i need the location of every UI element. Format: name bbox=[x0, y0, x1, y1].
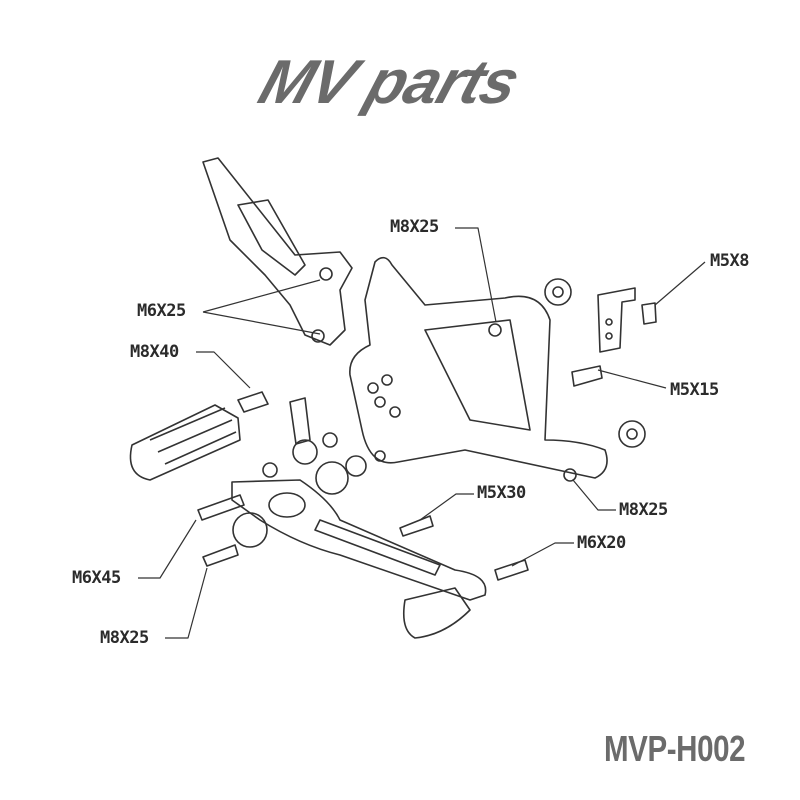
mv-parts-logo: MV parts bbox=[250, 48, 528, 117]
rearset-bracket bbox=[349, 256, 608, 482]
leader-lines bbox=[138, 227, 706, 639]
label-m6x45: M6X45 bbox=[72, 568, 121, 588]
heel-guard bbox=[202, 157, 353, 346]
label-m8x40: M8X40 bbox=[130, 342, 179, 362]
model-code: MVP-H002 bbox=[604, 728, 746, 769]
label-m8x25-right: M8X25 bbox=[619, 500, 668, 520]
shift-lever bbox=[231, 479, 487, 639]
label-m8x25-bottom: M8X25 bbox=[100, 628, 149, 648]
footpeg bbox=[129, 391, 269, 481]
label-m5x30: M5X30 bbox=[477, 483, 526, 503]
label-m6x25: M6X25 bbox=[137, 301, 186, 321]
label-m8x25-top: M8X25 bbox=[390, 217, 439, 237]
label-m5x8: M5X8 bbox=[710, 251, 749, 271]
label-m6x20: M6X20 bbox=[577, 533, 626, 553]
label-m5x15: M5X15 bbox=[670, 380, 719, 400]
